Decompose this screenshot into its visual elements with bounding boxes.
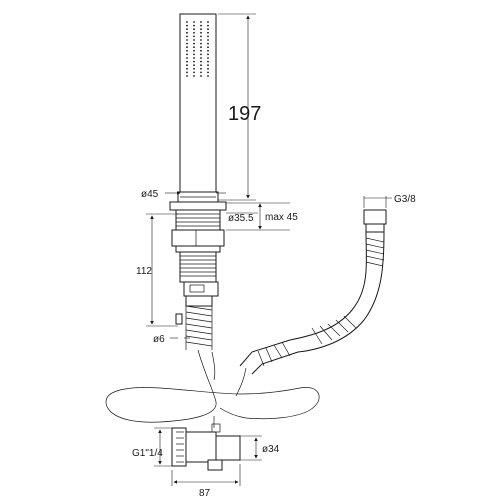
- dim-outlet-length: 87: [171, 464, 241, 499]
- shower-hose: [239, 209, 387, 375]
- handset-length-label: 197: [228, 103, 261, 125]
- spray-nozzle-dot: [186, 75, 188, 77]
- spray-nozzle-dot: [186, 71, 188, 74]
- spray-nozzle-dot: [193, 57, 195, 59]
- spray-nozzle-dot: [193, 31, 195, 34]
- spray-nozzle-dot: [193, 71, 195, 74]
- spray-nozzle-dot: [186, 67, 188, 70]
- spray-nozzle-dot: [207, 28, 209, 31]
- dim-hose-thread: G3/8: [363, 194, 416, 208]
- spray-nozzle-dot: [200, 49, 202, 52]
- spray-nozzle-dot: [193, 60, 195, 63]
- spray-nozzle-dot: [200, 21, 202, 23]
- spray-nozzle-dot: [186, 28, 188, 31]
- dim-max-thickness: max 45: [226, 202, 298, 231]
- spray-nozzle-dot: [193, 75, 195, 77]
- spray-nozzle-dot: [207, 24, 209, 27]
- dim-nozzle-diameter: ø6: [153, 334, 190, 345]
- spray-nozzle-dot: [193, 24, 195, 27]
- spray-nozzle-dot: [186, 24, 188, 27]
- spray-nozzle-dot: [186, 46, 188, 49]
- spray-nozzle-dot: [207, 46, 209, 49]
- spray-nozzle-dot: [193, 39, 195, 41]
- outlet-diameter-label: ø34: [262, 444, 280, 455]
- dim-outlet-diameter: ø34: [240, 435, 280, 461]
- max-thickness-label: max 45: [265, 212, 298, 223]
- spray-nozzle-dot: [193, 67, 195, 70]
- spray-nozzle-dot: [200, 71, 202, 74]
- spray-nozzle-dot: [207, 35, 209, 38]
- spray-nozzle-dot: [207, 53, 209, 56]
- handset-diameter-label: ø45: [141, 189, 159, 200]
- spray-nozzle-dot: [186, 21, 188, 23]
- spray-nozzle-dot: [186, 31, 188, 34]
- spray-nozzle-dot: [200, 24, 202, 27]
- spray-nozzle-dot: [207, 57, 209, 59]
- spout-diameter-label: ø35.5: [228, 213, 254, 224]
- spray-nozzle-dot: [200, 57, 202, 59]
- spray-nozzle-dot: [207, 21, 209, 23]
- outlet-length-label: 87: [199, 488, 211, 499]
- spray-nozzle-dot: [207, 75, 209, 77]
- spray-nozzle-dot: [186, 35, 188, 38]
- spray-nozzle-dot: [186, 42, 188, 45]
- body-height-label: 112: [136, 266, 152, 277]
- spray-nozzle-dot: [207, 31, 209, 34]
- spray-face: [186, 21, 209, 77]
- spray-nozzle-dot: [200, 46, 202, 49]
- dim-handset-diameter: ø45: [141, 189, 226, 200]
- spray-nozzle-dot: [200, 60, 202, 63]
- spray-nozzle-dot: [193, 46, 195, 49]
- spray-nozzle-dot: [200, 31, 202, 34]
- spray-nozzle-dot: [186, 39, 188, 41]
- spray-nozzle-dot: [193, 28, 195, 31]
- hose-loop: [105, 349, 320, 423]
- spray-nozzle-dot: [200, 64, 202, 67]
- dim-handset-length: 197: [218, 13, 261, 201]
- dim-spout-diameter: ø35.5: [226, 212, 258, 224]
- spray-nozzle-dot: [207, 39, 209, 41]
- outlet-fitting: [171, 416, 241, 471]
- spray-nozzle-dot: [193, 42, 195, 45]
- spray-nozzle-dot: [193, 21, 195, 23]
- spray-nozzle-dot: [207, 71, 209, 74]
- spray-nozzle-dot: [193, 35, 195, 38]
- spray-nozzle-dot: [200, 35, 202, 38]
- spout-body: [169, 201, 227, 350]
- dim-body-height: 112: [136, 213, 178, 327]
- spray-nozzle-dot: [200, 75, 202, 77]
- spray-nozzle-dot: [193, 64, 195, 67]
- spray-nozzle-dot: [186, 60, 188, 63]
- dim-outlet-thread: G1"1/4: [132, 427, 172, 467]
- spray-nozzle-dot: [200, 28, 202, 31]
- spray-nozzle-dot: [186, 57, 188, 59]
- spray-nozzle-dot: [186, 53, 188, 56]
- hose-thread-label: G3/8: [394, 194, 416, 205]
- spray-nozzle-dot: [186, 49, 188, 52]
- nozzle-diameter-label: ø6: [153, 334, 165, 345]
- spray-nozzle-dot: [193, 49, 195, 52]
- spray-nozzle-dot: [200, 67, 202, 70]
- spray-nozzle-dot: [207, 67, 209, 70]
- spray-nozzle-dot: [186, 64, 188, 67]
- outlet-thread-label: G1"1/4: [132, 448, 163, 459]
- spray-nozzle-dot: [207, 49, 209, 52]
- spray-nozzle-dot: [193, 53, 195, 56]
- spray-nozzle-dot: [207, 60, 209, 63]
- spray-nozzle-dot: [207, 64, 209, 67]
- spray-nozzle-dot: [200, 42, 202, 45]
- hand-shower: [177, 13, 219, 203]
- spray-nozzle-dot: [207, 42, 209, 45]
- spray-nozzle-dot: [200, 39, 202, 41]
- spray-nozzle-dot: [200, 53, 202, 56]
